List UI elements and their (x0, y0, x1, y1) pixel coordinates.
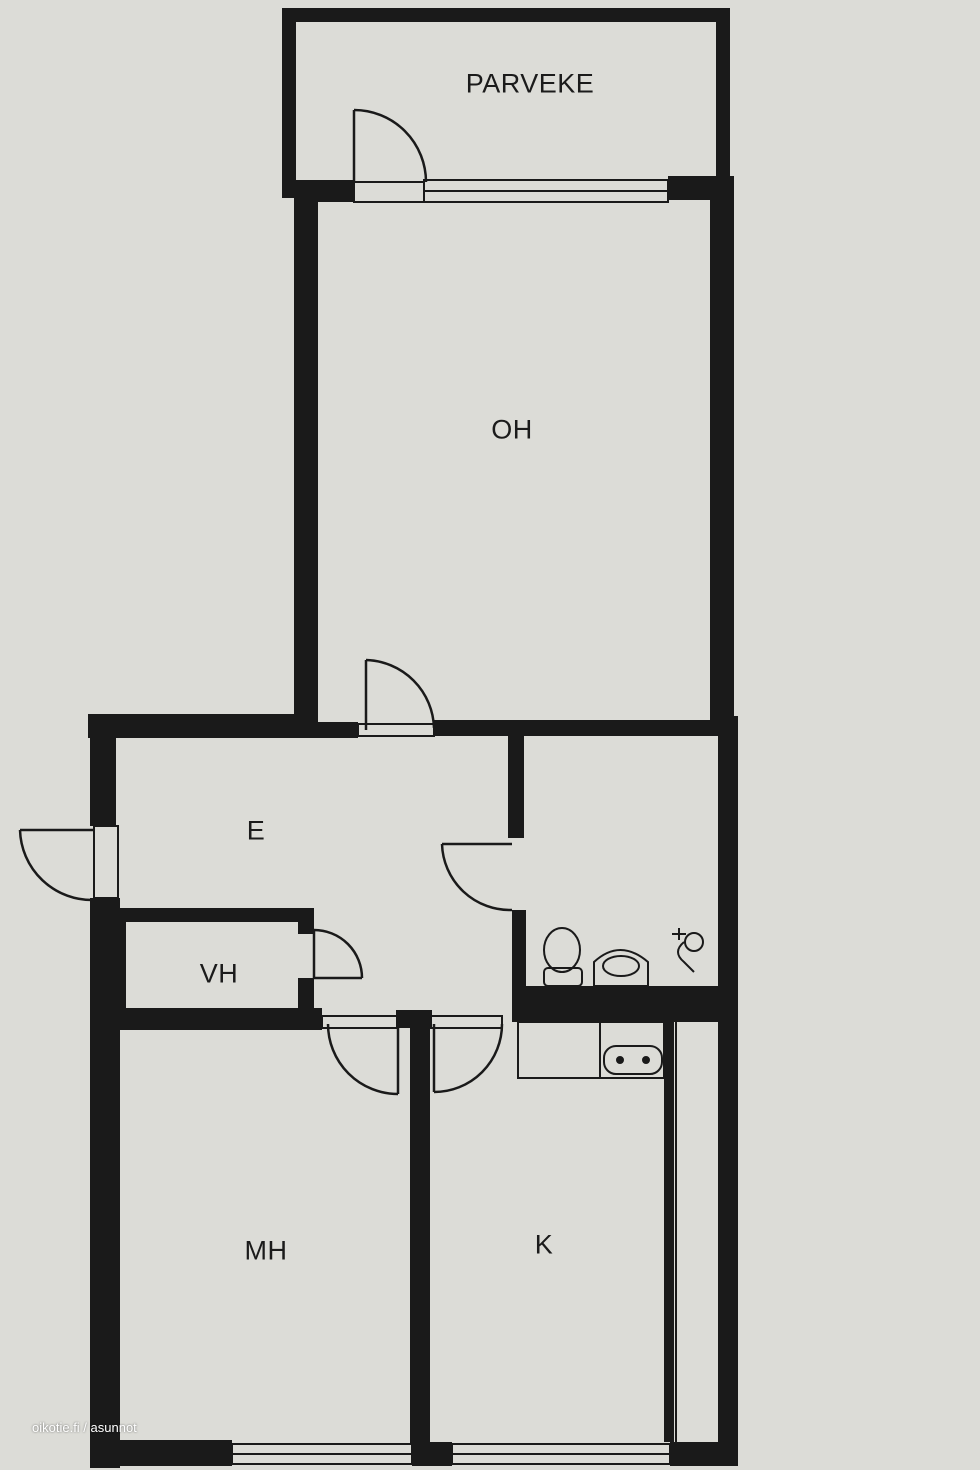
wc-door (440, 842, 513, 912)
k-door (429, 1015, 504, 1094)
mh-door (321, 1015, 400, 1096)
room-label-e: E (246, 815, 266, 846)
entrance-door (18, 825, 119, 902)
room-label-k: K (534, 1229, 554, 1260)
shower-icon (672, 928, 704, 973)
kitchen-counter (517, 1021, 665, 1079)
interior-walls (112, 720, 724, 1444)
room-label-parveke: PARVEKE (465, 68, 595, 99)
vh-door (312, 928, 364, 980)
washbasin-icon (593, 949, 649, 987)
toilet-icon (543, 927, 583, 987)
sink-icon (603, 1045, 663, 1075)
doors (18, 108, 513, 1096)
exterior-walls (88, 8, 738, 1468)
watermark: oikotie.fi / asunnot (32, 1420, 137, 1435)
fixtures (517, 927, 704, 1442)
room-label-vh: VH (199, 958, 239, 989)
balcony-door (352, 108, 428, 203)
room-label-mh: MH (244, 1235, 288, 1266)
room-label-oh: OH (491, 414, 533, 445)
oh-door (357, 658, 436, 737)
